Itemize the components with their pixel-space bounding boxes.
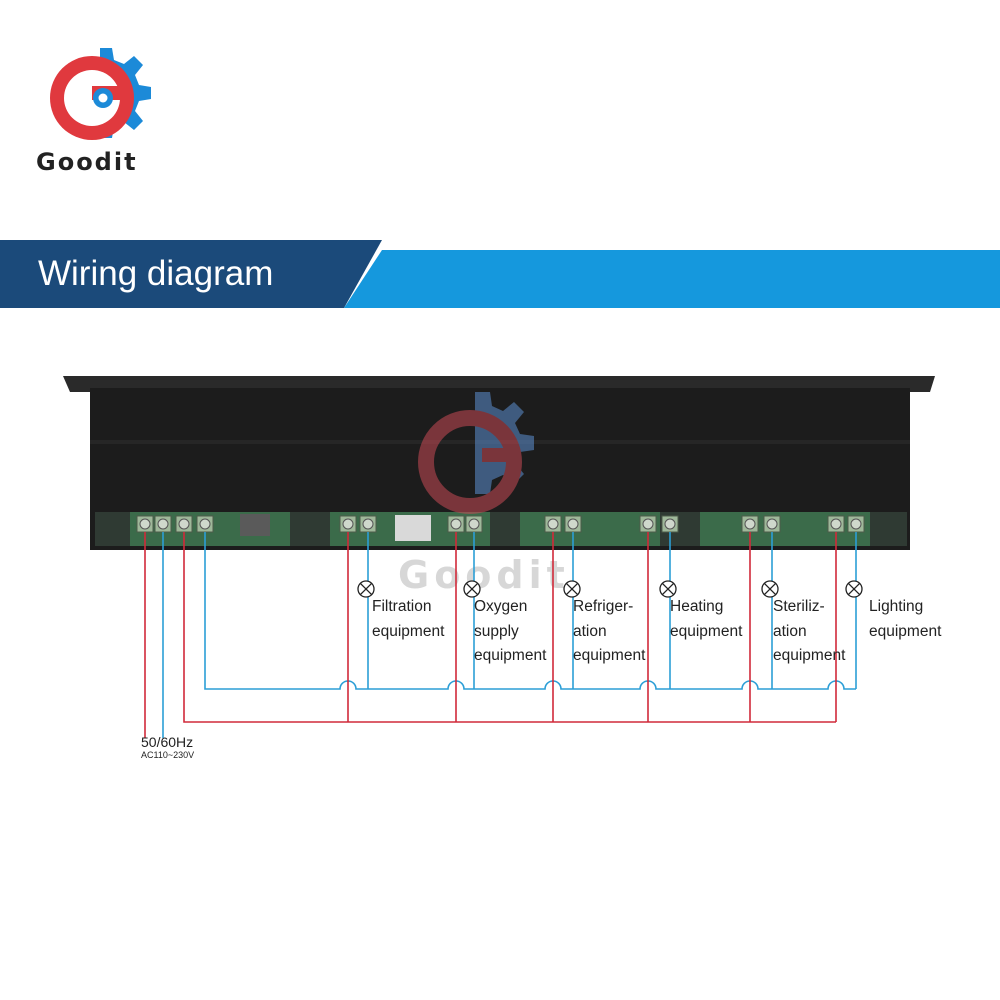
load-label-line: Filtration [372, 598, 432, 615]
load-label-line: Heating [670, 598, 724, 615]
load-label: Steriliz-ation equipment [773, 595, 845, 669]
title-banner [0, 240, 1000, 308]
terminal-screw-head-15 [830, 518, 842, 530]
load-label-line: ation [773, 622, 807, 640]
load-label-line: Steriliz- [773, 598, 825, 615]
terminal-screw-head-13 [744, 518, 756, 530]
terminal-blocks [136, 515, 865, 533]
lamp-icon [357, 580, 375, 598]
lamp-icon [761, 580, 779, 598]
load-label-line: Lighting [869, 598, 924, 615]
wiring-diagram: Goodit [63, 376, 935, 738]
load-label-line: Oxygen [474, 598, 528, 615]
load-label: Lighting equipment [869, 595, 941, 644]
load-label: Heating equipment [670, 595, 742, 644]
lamp-icon [845, 580, 863, 598]
terminal-screw-head-1 [139, 518, 151, 530]
load-label-line: ation [573, 622, 607, 640]
load-label-line: supply [474, 622, 519, 640]
power-frequency-label: 50/60Hz [141, 734, 194, 750]
watermark: Goodit [398, 392, 570, 597]
terminal-screw-head-6 [362, 518, 374, 530]
lamp-icon [463, 580, 481, 598]
page-title: Wiring diagram [38, 254, 274, 293]
load-lamps [357, 580, 863, 598]
load-label: Refriger-ation equipment [573, 595, 645, 669]
power-voltage-label: AC110~230V [141, 750, 195, 760]
load-label-line: equipment [670, 622, 743, 640]
terminal-screw-head-12 [664, 518, 676, 530]
load-label-line: Refriger- [573, 598, 634, 615]
wires [144, 532, 857, 738]
terminal-screw-head-7 [450, 518, 462, 530]
load-label: Oxygen supply equipment [474, 595, 546, 669]
wire-live-bus [183, 532, 836, 723]
terminal-screw-head-11 [642, 518, 654, 530]
lamp-icon [563, 580, 581, 598]
banner-light-segment [344, 250, 1000, 308]
terminal-screw-head-16 [850, 518, 862, 530]
brand-name: Goodit [36, 148, 138, 176]
watermark-text: Goodit [398, 553, 570, 597]
load-label-line: equipment [372, 622, 445, 640]
terminal-screw-head-14 [766, 518, 778, 530]
terminal-screw-head-5 [342, 518, 354, 530]
load-label-line: equipment [869, 622, 942, 640]
terminal-screw-head-4 [199, 518, 211, 530]
load-label-line: equipment [474, 647, 547, 664]
wire-neutral-bus [204, 532, 856, 690]
lamp-icon [659, 580, 677, 598]
goodit-logo-icon [50, 48, 151, 140]
load-label-line: equipment [573, 647, 646, 664]
terminal-screw-head-9 [547, 518, 559, 530]
terminal-screw-head-10 [567, 518, 579, 530]
banner-dark-segment [0, 240, 382, 308]
terminal-screw-head-3 [178, 518, 190, 530]
terminal-screw-head-8 [468, 518, 480, 530]
terminal-screw-head-2 [157, 518, 169, 530]
load-label-line: equipment [773, 647, 846, 664]
load-label: Filtration equipment [372, 595, 444, 644]
